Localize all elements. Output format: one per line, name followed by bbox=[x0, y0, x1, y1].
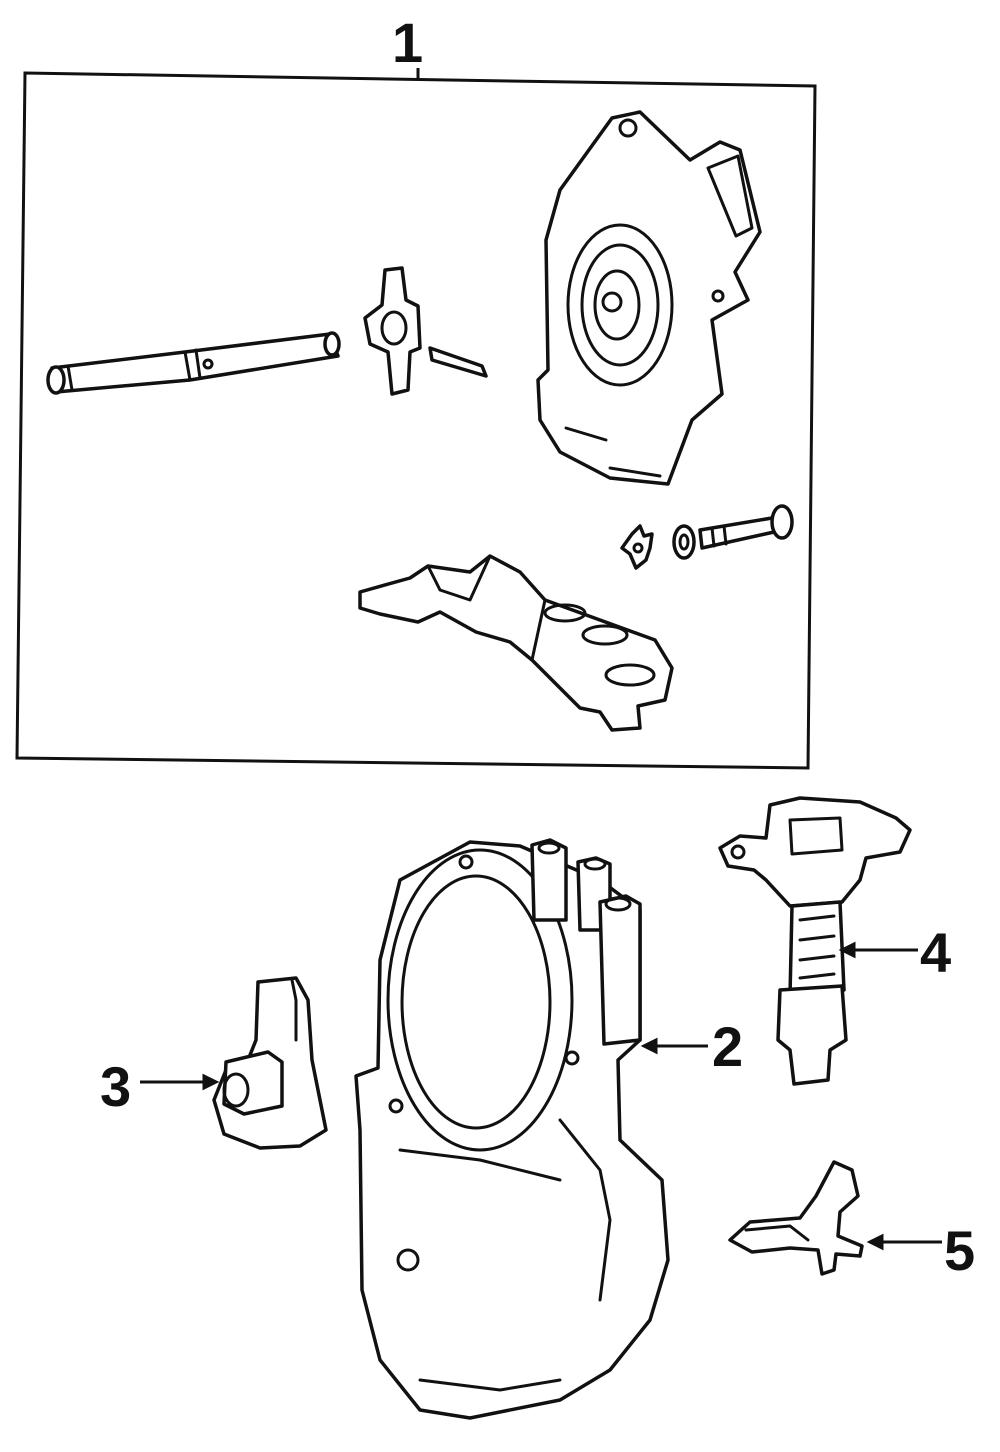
distributor-rotor bbox=[212, 976, 328, 1150]
ignition-coil bbox=[718, 796, 912, 1086]
callout-2: 2 bbox=[712, 1015, 743, 1078]
mounting-bracket bbox=[358, 554, 674, 732]
shaft-coupling bbox=[363, 266, 422, 396]
callout-1: 1 bbox=[392, 11, 423, 74]
callout-4-arrow bbox=[838, 941, 856, 959]
breaker-plate bbox=[536, 110, 762, 486]
assembly-frame bbox=[15, 71, 817, 770]
callout-4: 4 bbox=[920, 921, 951, 984]
callout-3: 3 bbox=[100, 1055, 131, 1118]
lock-washer bbox=[672, 524, 696, 560]
mounting-bolt bbox=[698, 504, 794, 550]
roll-pin bbox=[428, 346, 488, 378]
callout-5-arrow bbox=[866, 1233, 884, 1251]
small-bracket bbox=[728, 1160, 864, 1276]
distributor-shaft bbox=[46, 331, 341, 395]
callout-2-arrow bbox=[640, 1037, 658, 1055]
star-washer bbox=[620, 524, 654, 570]
callout-3-arrow bbox=[202, 1073, 220, 1091]
distributor-housing bbox=[354, 838, 670, 1420]
callout-5: 5 bbox=[944, 1219, 975, 1282]
